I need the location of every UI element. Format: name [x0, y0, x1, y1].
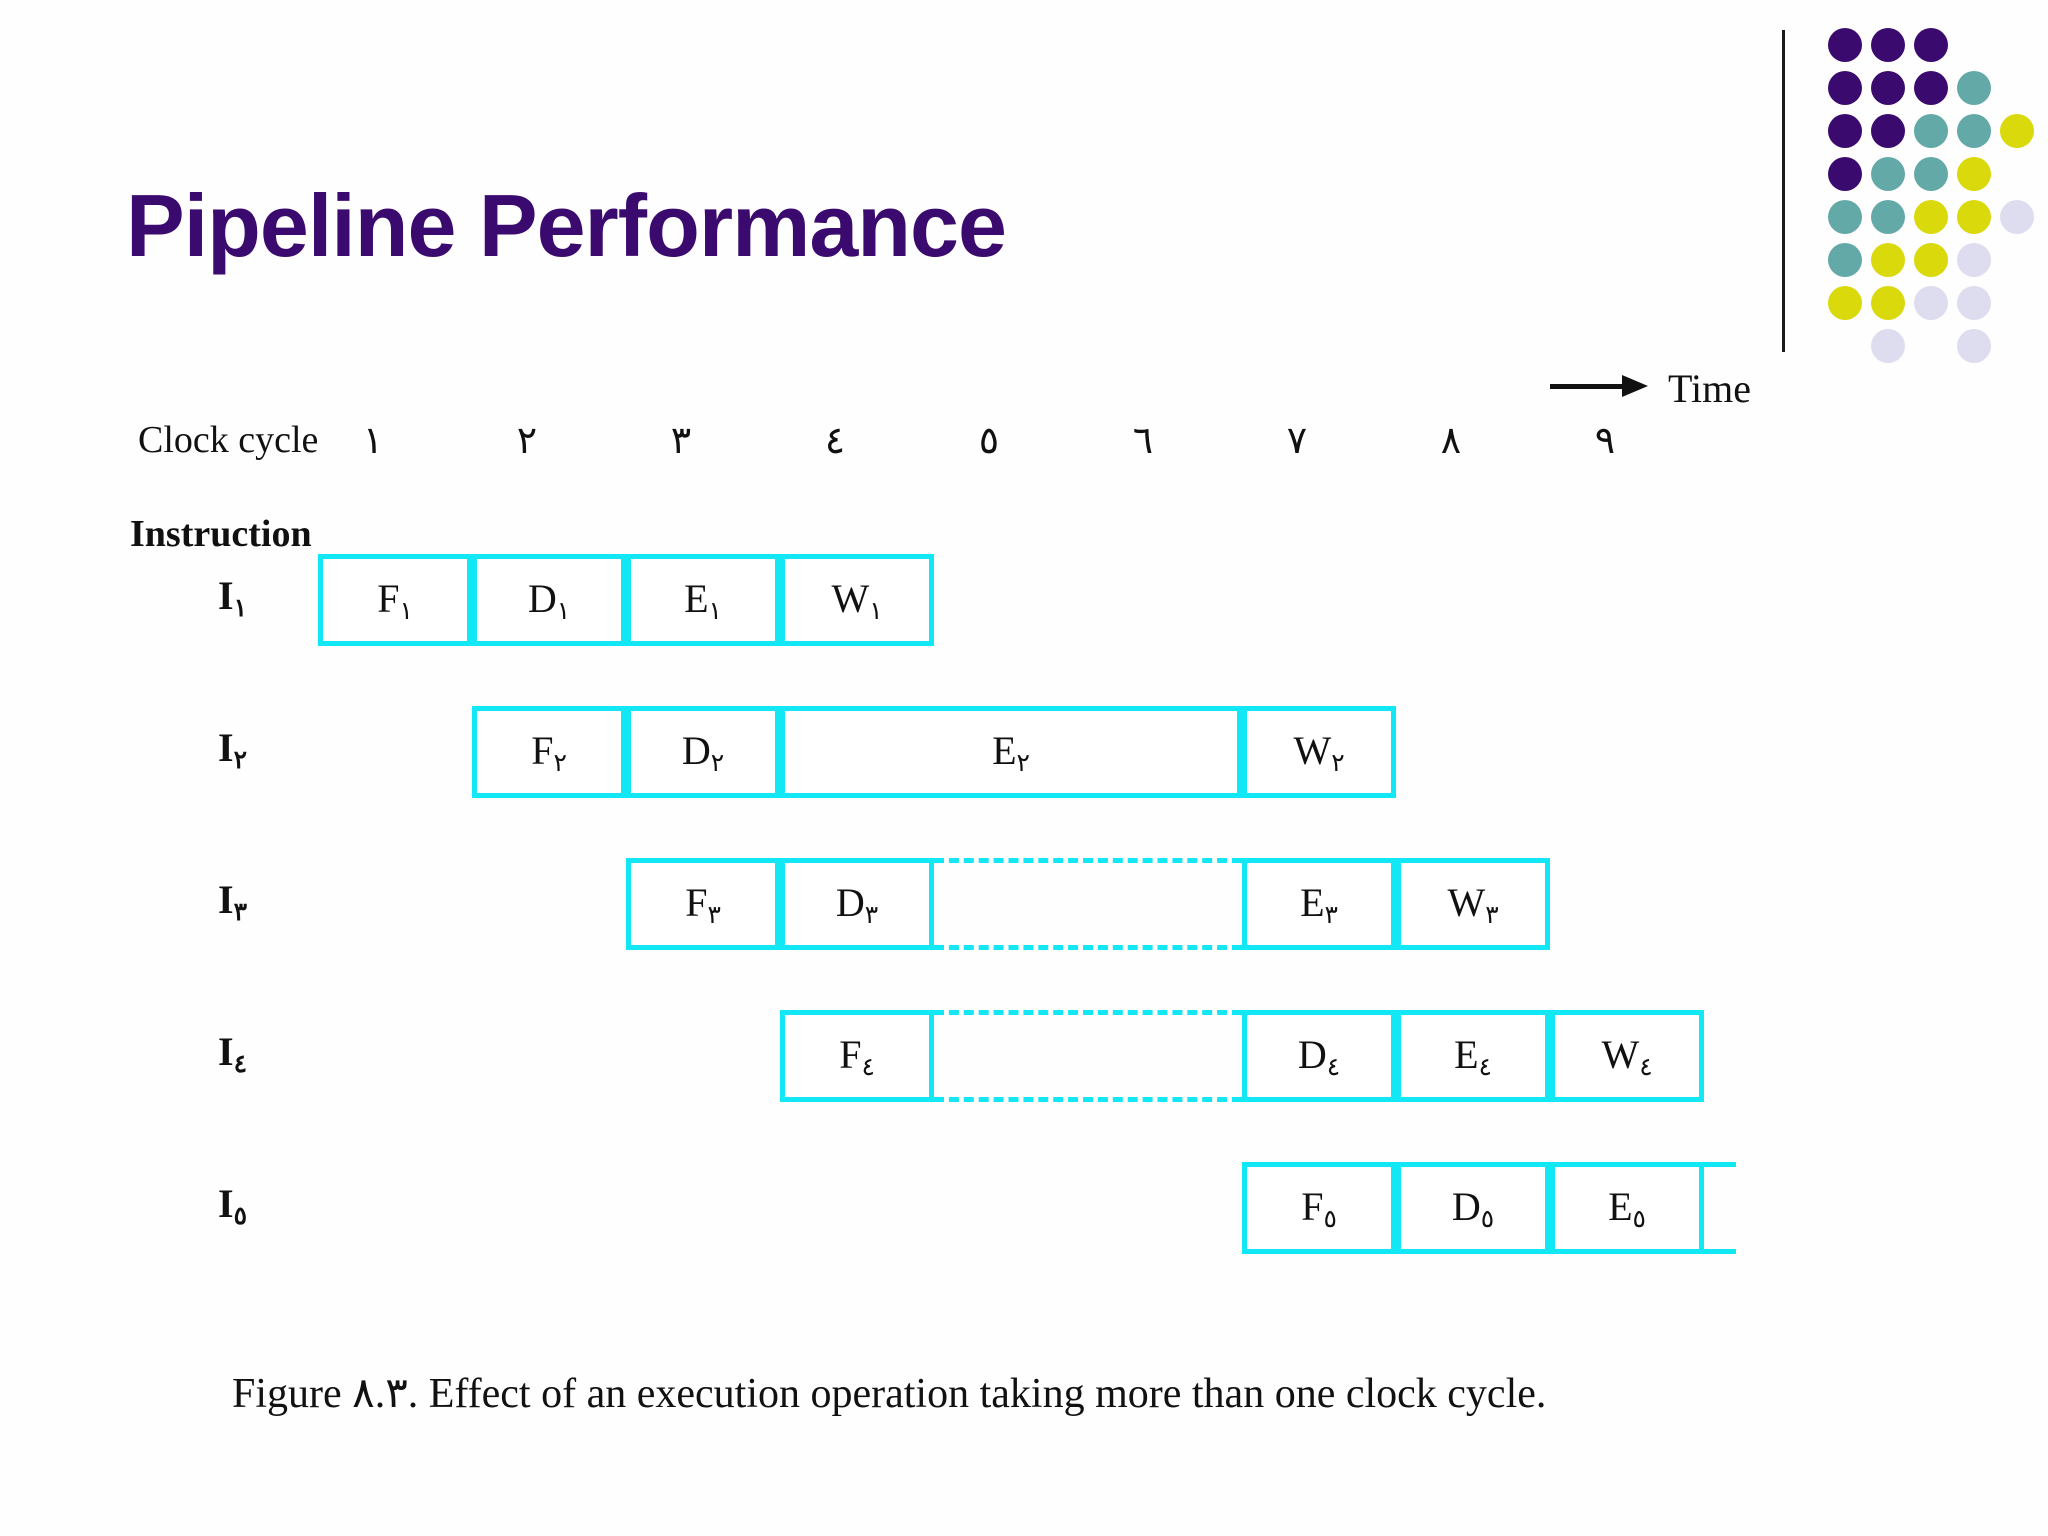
pipeline-stage-f-i4: F٤ — [780, 1010, 934, 1102]
stage-label: W٤ — [1601, 1031, 1653, 1081]
logo-dot-teal — [1914, 114, 1948, 148]
pipeline-stage-w-i3: W٣ — [1396, 858, 1550, 950]
pipeline-stage-f-i5: F٥ — [1242, 1162, 1396, 1254]
logo-dot-lavender — [1957, 243, 1991, 277]
pipeline-stage-f-i3: F٣ — [626, 858, 780, 950]
clock-cycle-6: ٦ — [1132, 420, 1154, 462]
clock-cycle-4: ٤ — [824, 420, 846, 462]
instruction-row-label-2: I٢ — [218, 725, 247, 774]
logo-dot-yellow — [1871, 243, 1905, 277]
stage-label: F١ — [377, 575, 413, 625]
logo-dot-purple — [1871, 28, 1905, 62]
pipeline-continues-line-top — [1704, 1162, 1736, 1167]
instruction-row-label-4: I٤ — [218, 1029, 247, 1078]
pipeline-stage-w-i2: W٢ — [1242, 706, 1396, 798]
arrow-shaft — [1550, 384, 1628, 389]
pipeline-stage-e-i2: E٢ — [780, 706, 1242, 798]
pipeline-stage-d-i1: D١ — [472, 554, 626, 646]
stage-label: F٣ — [685, 879, 721, 929]
instruction-row-label-3: I٣ — [218, 877, 247, 926]
logo-dot-purple — [1914, 28, 1948, 62]
logo-dot-purple — [1828, 28, 1862, 62]
clock-cycle-5: ٥ — [978, 420, 1000, 462]
logo-dot-yellow — [2000, 114, 2034, 148]
stage-label: D١ — [527, 575, 571, 625]
pipeline-stage-f-i1: F١ — [318, 554, 472, 646]
logo-divider-rule — [1782, 30, 1785, 352]
logo-dot-yellow — [1957, 200, 1991, 234]
logo-dot-teal — [1871, 200, 1905, 234]
stage-label: E١ — [684, 575, 722, 625]
logo-dot-purple — [1914, 71, 1948, 105]
logo-dot-yellow — [1914, 243, 1948, 277]
pipeline-stage-d-i2: D٢ — [626, 706, 780, 798]
pipeline-stage-d-i3: D٣ — [780, 858, 934, 950]
logo-dot-purple — [1828, 114, 1862, 148]
logo-dot-purple — [1828, 157, 1862, 191]
pipeline-stage-w-i1: W١ — [780, 554, 934, 646]
logo-dot-teal — [1828, 243, 1862, 277]
pipeline-continues-line-bottom — [1704, 1249, 1736, 1254]
pipeline-stage-e-i5: E٥ — [1550, 1162, 1704, 1254]
stage-label: E٥ — [1608, 1183, 1646, 1233]
logo-dot-purple — [1871, 114, 1905, 148]
pipeline-stage-w-i4: W٤ — [1550, 1010, 1704, 1102]
page-title: Pipeline Performance — [126, 176, 1007, 275]
pipeline-stage-d-i5: D٥ — [1396, 1162, 1550, 1254]
pipeline-stage-f-i2: F٢ — [472, 706, 626, 798]
clock-cycle-label: Clock cycle — [138, 419, 319, 461]
pipeline-stall-gap — [934, 1010, 1242, 1102]
logo-dot-lavender — [1871, 329, 1905, 363]
time-axis-label: Time — [1668, 366, 1752, 411]
logo-dot-teal — [1871, 157, 1905, 191]
logo-dot-yellow — [1957, 157, 1991, 191]
logo-dot-purple — [1828, 71, 1862, 105]
clock-cycle-9: ٩ — [1594, 420, 1616, 462]
clock-cycle-2: ٢ — [516, 420, 538, 462]
logo-dot-lavender — [1914, 286, 1948, 320]
pipeline-stage-e-i1: E١ — [626, 554, 780, 646]
pipeline-stage-e-i4: E٤ — [1396, 1010, 1550, 1102]
figure-caption: Figure ٨.٣. Effect of an execution opera… — [232, 1371, 1547, 1417]
logo-dot-lavender — [1957, 329, 1991, 363]
brand-dot-matrix-logo — [1828, 28, 2048, 363]
logo-dot-purple — [1871, 71, 1905, 105]
stage-label: D٢ — [681, 727, 725, 777]
logo-dot-teal — [1957, 114, 1991, 148]
logo-dot-yellow — [1828, 286, 1862, 320]
clock-cycle-1: ١ — [362, 420, 384, 462]
pipeline-stage-e-i3: E٣ — [1242, 858, 1396, 950]
time-arrow-icon — [1550, 375, 1650, 397]
stage-label: E٤ — [1454, 1031, 1492, 1081]
stage-label: D٥ — [1451, 1183, 1495, 1233]
instruction-row-label-5: I٥ — [218, 1181, 247, 1230]
stage-label: F٤ — [839, 1031, 875, 1081]
logo-dot-yellow — [1914, 200, 1948, 234]
pipeline-stall-gap — [934, 858, 1242, 950]
arrow-head — [1622, 375, 1648, 397]
clock-cycle-3: ٣ — [670, 420, 692, 462]
instruction-axis-label: Instruction — [130, 513, 312, 555]
stage-label: D٣ — [835, 879, 879, 929]
stage-label: E٣ — [1300, 879, 1338, 929]
stage-label: F٥ — [1301, 1183, 1337, 1233]
pipeline-stage-d-i4: D٤ — [1242, 1010, 1396, 1102]
clock-cycle-7: ٧ — [1286, 420, 1308, 462]
stage-label: F٢ — [531, 727, 567, 777]
clock-cycle-8: ٨ — [1440, 420, 1462, 462]
logo-dot-teal — [1914, 157, 1948, 191]
stage-label: W٣ — [1447, 879, 1499, 929]
logo-dot-lavender — [2000, 200, 2034, 234]
logo-dot-teal — [1957, 71, 1991, 105]
logo-dot-yellow — [1871, 286, 1905, 320]
stage-label: W٢ — [1293, 727, 1345, 777]
logo-dot-teal — [1828, 200, 1862, 234]
stage-label: D٤ — [1297, 1031, 1341, 1081]
instruction-row-label-1: I١ — [218, 573, 247, 622]
logo-dot-lavender — [1957, 286, 1991, 320]
stage-label: W١ — [831, 575, 883, 625]
stage-label: E٢ — [992, 727, 1030, 777]
